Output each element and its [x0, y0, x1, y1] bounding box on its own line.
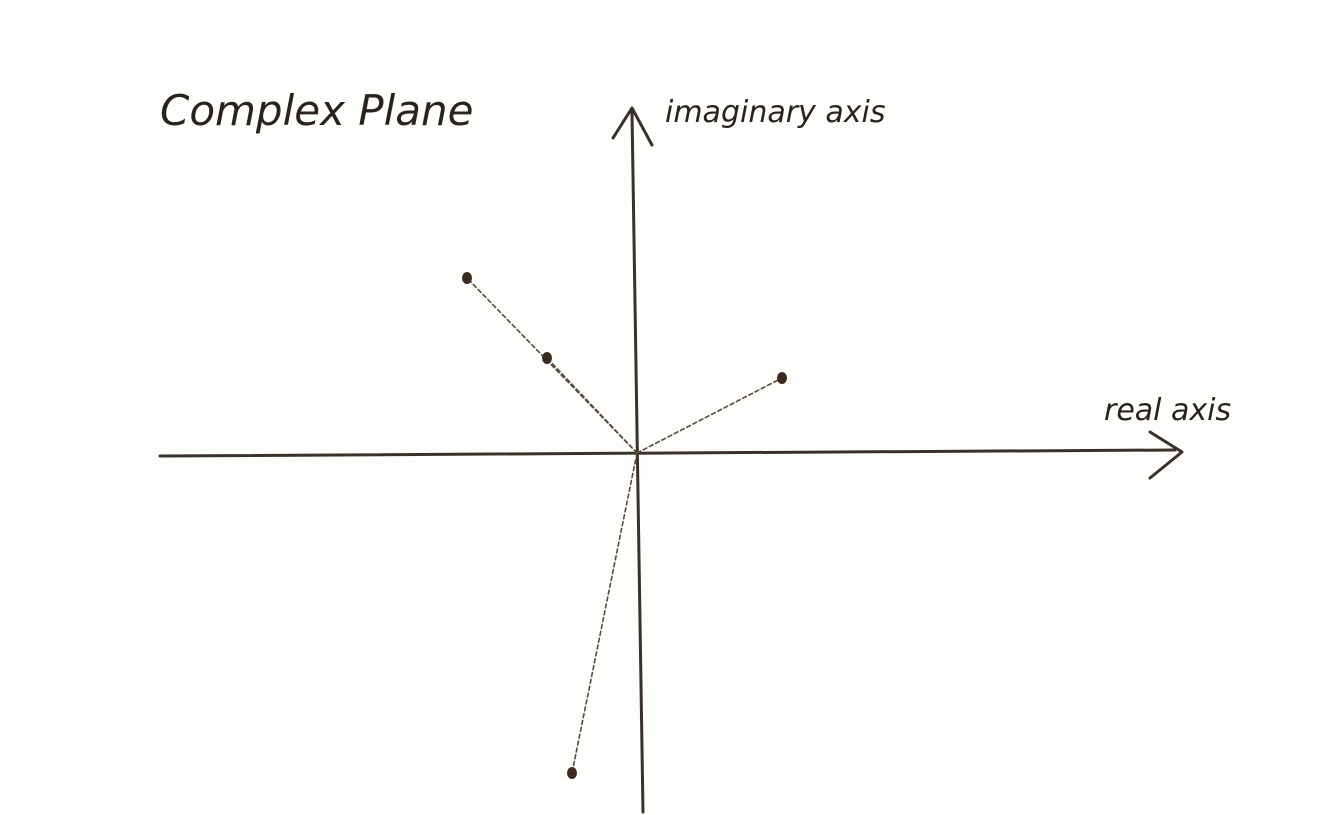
vector-point-upper-left-near [546, 357, 638, 454]
imaginary-axis-label: imaginary axis [665, 95, 885, 130]
real-axis-label: real axis [1104, 393, 1231, 428]
point-upper-left-far [462, 272, 472, 284]
vector-point-upper-right [636, 377, 783, 454]
real-axis-arrowhead [1148, 430, 1184, 480]
diagram-title: Complex Plane [160, 86, 474, 135]
point-upper-left-near [542, 352, 552, 364]
vector-point-lower-left [571, 452, 638, 774]
real-axis [158, 448, 1177, 458]
imaginary-axis [630, 110, 645, 814]
point-upper-right [777, 372, 787, 384]
vector-group [466, 277, 783, 774]
point-group [462, 272, 787, 779]
vector-point-upper-left-far [466, 277, 638, 454]
point-lower-left [567, 767, 577, 779]
imaginary-axis-arrowhead [611, 106, 654, 147]
